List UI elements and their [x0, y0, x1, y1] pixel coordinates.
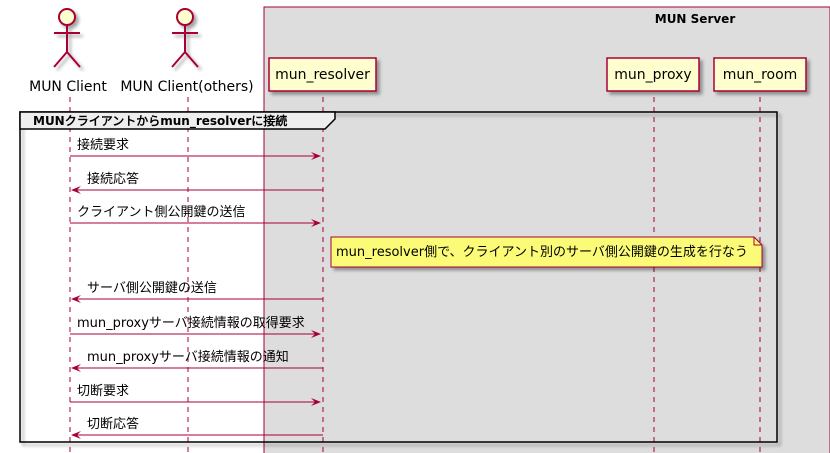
note-box: [330, 236, 763, 268]
participant-room-box: [713, 57, 807, 92]
message-label: mun_proxyサーバ接続情報の通知: [87, 349, 289, 365]
message-client-public-key: クライアント側公開鍵の送信: [70, 204, 321, 227]
note-corner-fold: [753, 237, 762, 246]
arrowhead-left-icon: [71, 295, 81, 303]
message-proxy-info-request: mun_proxyサーバ接続情報の取得要求: [70, 315, 321, 338]
participant-resolver-box: [268, 57, 377, 92]
arrowhead-right-icon: [311, 398, 321, 406]
message-label: クライアント側公開鍵の送信: [77, 204, 245, 220]
actor-others-label: MUN Client(others): [120, 79, 253, 95]
arrowhead-left-icon: [71, 186, 81, 194]
message-connect-request: 接続要求: [70, 137, 321, 160]
participant-proxy: mun_proxy: [606, 57, 700, 92]
note-text: mun_resolver側で、クライアント別のサーバ側公開鍵の生成を行なう: [336, 244, 748, 260]
note: mun_resolver側で、クライアント別のサーバ側公開鍵の生成を行なう: [330, 236, 763, 268]
arrowhead-right-icon: [311, 219, 321, 227]
actor-client: MUN Client: [29, 8, 107, 95]
message-label: 切断応答: [87, 416, 139, 432]
message-label: mun_proxyサーバ接続情報の取得要求: [77, 315, 305, 331]
group-frame-tab: [19, 111, 336, 130]
participant-resolver: mun_resolver: [268, 57, 377, 92]
participant-room-label: mun_room: [723, 67, 798, 83]
message-label: 接続応答: [87, 171, 139, 187]
stick-figure-icon: [53, 8, 81, 68]
message-label: 接続要求: [77, 137, 129, 153]
arrowhead-left-icon: [71, 364, 81, 372]
message-label: サーバ側公開鍵の送信: [87, 280, 217, 296]
message-server-public-key: サーバ側公開鍵の送信: [71, 280, 323, 303]
participant-room: mun_room: [713, 57, 807, 92]
message-connect-response: 接続応答: [71, 171, 323, 194]
arrowhead-left-icon: [71, 431, 81, 439]
stick-figure-icon: [171, 8, 199, 68]
group-frame: MUNクライアントからmun_resolverに接続: [19, 111, 778, 443]
arrowhead-right-icon: [311, 330, 321, 338]
message-label: 切断要求: [77, 384, 129, 399]
participant-proxy-box: [606, 57, 700, 92]
participant-proxy-label: mun_proxy: [614, 67, 691, 83]
actor-others: MUN Client(others): [120, 8, 254, 95]
messages: 接続要求 接続応答 クライアント側公開鍵の送信 mun_resolver側で、ク…: [70, 137, 763, 439]
group-frame-border: [19, 111, 778, 443]
message-proxy-info-notify: mun_proxyサーバ接続情報の通知: [71, 349, 323, 372]
arrowhead-right-icon: [311, 152, 321, 160]
message-disconnect-request: 切断要求: [70, 384, 321, 406]
actor-client-label: MUN Client: [29, 79, 107, 95]
group-frame-label: MUNクライアントからmun_resolverに接続: [33, 113, 287, 129]
message-disconnect-response: 切断応答: [71, 416, 323, 439]
server-box-title: MUN Server: [655, 12, 736, 26]
participant-resolver-label: mun_resolver: [275, 67, 370, 83]
